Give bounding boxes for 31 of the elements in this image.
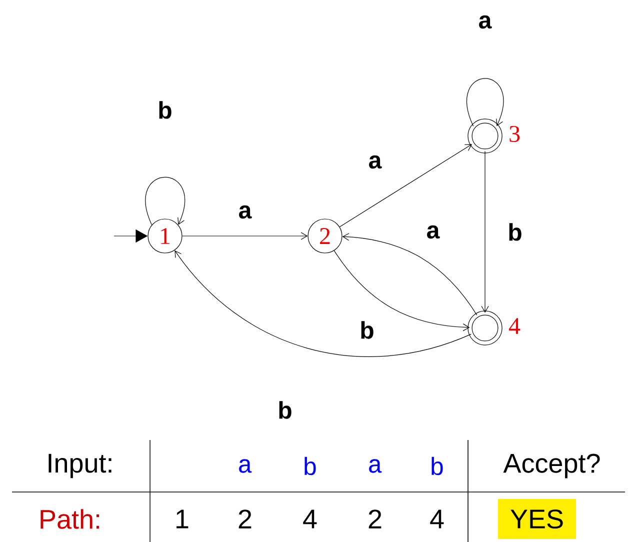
edge-label: a (479, 15, 492, 29)
edge-label: b (509, 223, 522, 241)
path-state: 2 (368, 510, 382, 528)
row-header: Path: (40, 509, 100, 529)
column-header: Accept? (503, 454, 600, 478)
transition-arrow (339, 144, 472, 228)
edge-label: a (239, 205, 252, 219)
transition-arrow (334, 250, 470, 332)
transition-arrow (174, 250, 472, 357)
path-state: 4 (430, 510, 444, 528)
edge-label: b (361, 321, 374, 339)
path-state: 2 (238, 510, 252, 528)
edge-label: a (369, 155, 382, 169)
input-symbol: a (239, 459, 252, 473)
state-label: 3 (510, 126, 520, 142)
transition-arrow (182, 232, 308, 240)
path-state: 1 (176, 510, 188, 528)
answer-highlight: YES (498, 499, 576, 539)
edge-label: a (427, 225, 440, 239)
edge-label: b (279, 401, 292, 419)
state-label: 4 (509, 318, 520, 334)
input-symbol: b (304, 456, 316, 476)
loop-arrow (145, 176, 186, 226)
transition-arrow (342, 233, 478, 316)
input-symbol: a (369, 459, 382, 473)
transition-arrow (481, 151, 489, 313)
input-symbol: b (432, 456, 443, 476)
loop-arrow (466, 78, 504, 126)
row-header: Input: (48, 454, 112, 478)
edge-label: b (159, 101, 172, 119)
path-state: 4 (303, 510, 317, 528)
